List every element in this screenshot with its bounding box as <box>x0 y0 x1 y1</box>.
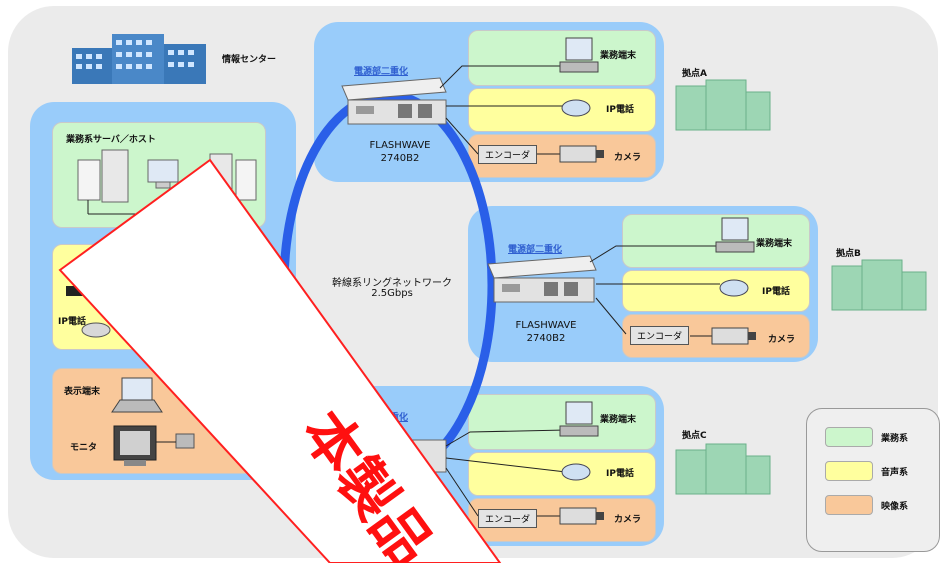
ring-label: 幹線系リングネットワーク <box>332 278 452 289</box>
site-b-label: 拠点B <box>836 249 861 259</box>
site-b-device-model: 2740B2 <box>526 333 566 344</box>
legend-swatch-business <box>825 427 873 447</box>
center-ip-phone-label: IP電話 <box>58 317 86 327</box>
site-a-terminal-label: 業務端末 <box>600 51 637 61</box>
legend-label-voice: 音声系 <box>881 468 909 478</box>
site-b-terminal-icon <box>715 217 755 253</box>
site-a-phone-icon <box>561 99 591 117</box>
site-a-ip-phone-label: IP電話 <box>606 105 634 115</box>
site-b-redundancy-label: 電源部二重化 <box>508 245 563 255</box>
site-c-encoder: エンコーダ <box>478 509 538 528</box>
site-a-business-zone <box>468 30 656 86</box>
site-b-business-zone <box>622 214 810 268</box>
site-c-building-icon <box>675 443 771 495</box>
site-b-phone-icon <box>719 279 749 297</box>
ring-speed: 2.5Gbps <box>371 288 413 299</box>
site-b-building-icon <box>831 259 927 311</box>
center-label: 情報センター <box>222 55 277 65</box>
site-b-voice-zone <box>622 270 810 312</box>
center-phone-icon <box>66 286 111 338</box>
site-b-device-name: FLASHWAVE <box>515 320 577 331</box>
site-c-camera-icon <box>559 507 604 525</box>
site-b-terminal-label: 業務端末 <box>756 239 793 249</box>
legend-label-video: 映像系 <box>881 502 909 512</box>
site-b-camera-icon <box>711 327 756 345</box>
site-c-camera-label: カメラ <box>614 515 642 525</box>
site-c-business-zone <box>468 394 656 450</box>
site-a-device-name: FLASHWAVE <box>369 140 431 151</box>
site-a-terminal-icon <box>559 37 599 73</box>
site-a-camera-icon <box>559 145 604 163</box>
monitor-icon <box>113 425 195 466</box>
site-a-label: 拠点A <box>682 69 707 79</box>
flashwave-device-a <box>341 77 447 125</box>
site-a-redundancy-label: 電源部二重化 <box>354 67 409 77</box>
site-c-links <box>445 429 567 517</box>
laptop-icon <box>111 377 163 413</box>
site-b-links <box>589 245 722 337</box>
monitor-label: モニタ <box>70 443 98 453</box>
legend: 業務系 音声系 映像系 <box>806 408 940 552</box>
flashwave-device-b <box>487 255 597 303</box>
site-a-camera-label: カメラ <box>614 153 642 163</box>
site-c-terminal-label: 業務端末 <box>600 415 637 425</box>
site-c-terminal-icon <box>559 401 599 437</box>
site-a-encoder: エンコーダ <box>478 145 538 164</box>
legend-label-business: 業務系 <box>881 434 909 444</box>
display-terminal-label: 表示端末 <box>64 387 101 397</box>
site-c-phone-icon <box>561 463 591 481</box>
site-c-ip-phone-label: IP電話 <box>606 469 634 479</box>
business-servers-label: 業務系サーバ／ホスト <box>66 135 156 145</box>
site-c-label: 拠点C <box>682 431 707 441</box>
site-b-ip-phone-label: IP電話 <box>762 287 790 297</box>
site-b-camera-label: カメラ <box>768 335 796 345</box>
site-a-links <box>439 65 566 155</box>
legend-swatch-video <box>825 495 873 515</box>
legend-swatch-voice <box>825 461 873 481</box>
site-a-device-model: 2740B2 <box>380 153 420 164</box>
site-a-building-icon <box>675 79 771 131</box>
site-b-encoder: エンコーダ <box>630 326 690 345</box>
